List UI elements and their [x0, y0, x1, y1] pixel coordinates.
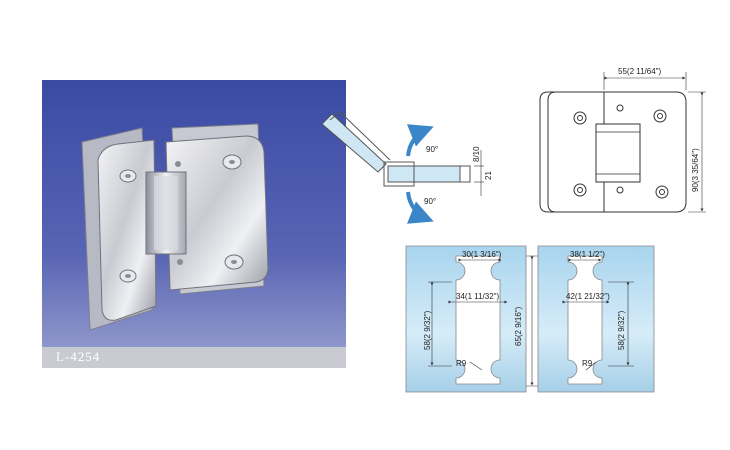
- product-photo: [42, 80, 346, 368]
- front-view: 55(2 11/64") 90(3 35/64"): [539, 67, 706, 213]
- right-inner-width-label: 42(1 21/32"): [566, 292, 610, 301]
- left-radius-label: R9: [456, 359, 467, 368]
- left-inner-width-label: 34(1 11/32"): [456, 292, 500, 301]
- angle-up-label: 90°: [426, 145, 438, 154]
- glass-left-panel: [405, 245, 527, 393]
- swing-arrow-down-icon: [406, 191, 434, 224]
- front-left-plate: [547, 91, 605, 213]
- hinge-right-leaf: [165, 135, 269, 291]
- front-height-label: 90(3 35/64"): [691, 148, 700, 192]
- swing-arrow-up-icon: [406, 124, 434, 157]
- dim-a-label: 8/10: [472, 146, 481, 162]
- right-radius-label: R9: [582, 359, 593, 368]
- hinge-left-leaf: [97, 139, 157, 321]
- glass-right-panel: [537, 245, 655, 393]
- swing-glass-straight: [387, 165, 461, 183]
- glass-cutout-diagram: 30(1 3/16") 34(1 11/32") 58(2 9/32") R9 …: [405, 245, 655, 393]
- left-top-width-label: 30(1 3/16"): [462, 250, 502, 259]
- front-width-label: 55(2 11/64"): [618, 67, 662, 76]
- left-height-label: 58(2 9/32"): [423, 310, 432, 350]
- front-barrel: [595, 123, 641, 183]
- dim-b-label: 21: [484, 171, 493, 180]
- swing-diagram: 90° 90° 8/10 21: [321, 111, 493, 224]
- right-top-width-label: 38(1 1/2"): [570, 250, 605, 259]
- right-height-label: 58(2 9/32"): [617, 310, 626, 350]
- center-height-label: 65(2 9/16"): [514, 306, 523, 346]
- swing-glass-angled: [321, 113, 387, 173]
- angle-down-label: 90°: [424, 197, 436, 206]
- model-label: L-4254: [56, 349, 101, 364]
- model-label-bar: L-4254: [42, 347, 346, 368]
